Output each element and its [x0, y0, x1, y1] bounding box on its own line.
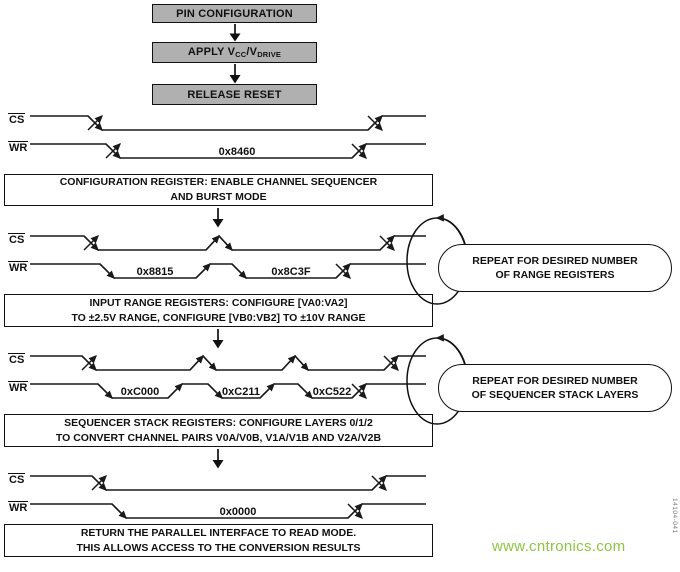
transition-arrow: [281, 354, 296, 371]
wr-signal-label: WR: [8, 141, 29, 154]
hex-value: 0xC000: [121, 386, 160, 398]
down-arrow-icon: [212, 329, 224, 349]
transition-arrow: [195, 263, 211, 279]
hex-value: 0x8460: [219, 146, 256, 158]
transition-arrow: [205, 234, 220, 251]
hex-value: 0xC211: [222, 386, 260, 398]
timing-range-writes: CS WR 0x8815 0x8C3F: [0, 230, 430, 290]
transition-arrow: [202, 355, 217, 372]
timing-config-write: CS WR 0x8460: [0, 110, 430, 170]
transition-arrow: [259, 383, 275, 399]
repeat-range-registers-pill: REPEAT FOR DESIRED NUMBER OF RANGE REGIS…: [438, 244, 672, 292]
wr-waveform: [30, 143, 426, 159]
transition-arrow: [87, 115, 103, 131]
caption-input-range-registers: INPUT RANGE REGISTERS: CONFIGURE [VA0:VA…: [4, 294, 433, 327]
transition-arrow: [367, 115, 383, 131]
flow-box-apply-vcc-vdrive: APPLY VCC/VDRIVE: [152, 42, 317, 63]
caption-line: SEQUENCER STACK REGISTERS: CONFIGURE LAY…: [64, 416, 373, 429]
down-arrow-icon: [212, 449, 224, 469]
hex-value: 0x0000: [220, 506, 257, 518]
hex-value: 0x8C3F: [271, 266, 310, 278]
down-arrow-icon: [229, 24, 241, 42]
transition-arrow: [218, 235, 233, 252]
waveform-svg: 0x8460: [30, 115, 426, 159]
pill-line: REPEAT FOR DESIRED NUMBER: [472, 374, 638, 387]
pill-line: REPEAT FOR DESIRED NUMBER: [472, 254, 638, 267]
transition-arrow: [207, 383, 223, 399]
waveform-svg: 0x0000: [30, 475, 426, 519]
transition-arrow: [91, 475, 107, 491]
cs-signal-label: CS: [8, 113, 26, 126]
wr-waveform: [30, 383, 426, 399]
transition-arrow: [371, 475, 387, 491]
repeat-sequencer-stack-pill: REPEAT FOR DESIRED NUMBER OF SEQUENCER S…: [438, 364, 672, 412]
caption-line: CONFIGURATION REGISTER: ENABLE CHANNEL S…: [59, 176, 378, 189]
caption-sequencer-stack-registers: SEQUENCER STACK REGISTERS: CONFIGURE LAY…: [4, 414, 433, 447]
caption-config-register: CONFIGURATION REGISTER: ENABLE CHANNEL S…: [4, 174, 433, 206]
transition-arrow: [231, 263, 247, 279]
waveform-svg: 0x8815 0x8C3F: [30, 234, 426, 279]
cs-signal-label: CS: [8, 353, 26, 366]
cs-waveform: [30, 234, 426, 251]
cs-signal-label: CS: [8, 473, 26, 486]
flow-box-pin-configuration-label: PIN CONFIGURATION: [176, 7, 293, 20]
transition-arrow: [105, 143, 121, 159]
transition-arrow: [189, 354, 204, 371]
caption-line: AND BURST MODE: [170, 191, 267, 203]
hex-value: 0xC522: [313, 386, 352, 398]
pill-line: OF RANGE REGISTERS: [495, 269, 615, 281]
wr-waveform: [30, 263, 426, 279]
wr-waveform: [30, 503, 426, 519]
figure-code: 14104-041: [671, 498, 678, 534]
transition-arrow: [297, 383, 313, 399]
hex-value: 0x8815: [137, 266, 174, 278]
caption-line: THIS ALLOWS ACCESS TO THE CONVERSION RES…: [76, 541, 361, 554]
wr-signal-label: WR: [8, 261, 29, 274]
transition-arrow: [335, 263, 351, 279]
transition-arrow: [351, 143, 367, 159]
flow-box-pin-configuration: PIN CONFIGURATION: [152, 4, 317, 23]
timing-read-mode-write: CS WR 0x0000: [0, 470, 430, 530]
transition-arrow: [111, 503, 127, 519]
pill-line: OF SEQUENCER STACK LAYERS: [471, 389, 639, 401]
caption-line: TO CONVERT CHANNEL PAIRS V0A/V0B, V1A/V1…: [55, 431, 382, 444]
cs-waveform: [30, 115, 426, 131]
wr-signal-label: WR: [8, 381, 29, 394]
transition-arrow: [83, 235, 99, 251]
timing-sequencer-writes: CS WR 0xC000 0xC211 0xC522: [0, 350, 430, 410]
waveform-svg: 0xC000 0xC211 0xC522: [30, 354, 426, 399]
transition-arrow: [99, 263, 115, 279]
transition-arrow: [383, 355, 399, 371]
flow-box-release-reset-label: RELEASE RESET: [187, 88, 282, 101]
transition-arrow: [97, 383, 113, 399]
apply-label: APPLY VCC/VDRIVE: [187, 46, 282, 59]
caption-line: TO ±2.5V RANGE, CONFIGURE [VB0:VB2] TO ±…: [71, 311, 366, 324]
wr-signal-label: WR: [8, 501, 29, 514]
caption-line: INPUT RANGE REGISTERS: CONFIGURE [VA0:VA…: [89, 296, 348, 309]
cs-waveform: [30, 475, 426, 491]
transition-arrow: [81, 355, 97, 371]
transition-arrow: [294, 355, 309, 372]
transition-arrow: [347, 503, 363, 519]
transition-arrow: [379, 235, 395, 251]
flow-box-release-reset: RELEASE RESET: [152, 84, 317, 105]
transition-arrow: [351, 383, 367, 399]
caption-read-mode: RETURN THE PARALLEL INTERFACE TO READ MO…: [4, 524, 433, 557]
transition-arrow: [167, 383, 183, 399]
down-arrow-icon: [212, 208, 224, 228]
watermark-text: www.cntronics.com: [492, 538, 626, 555]
caption-line: RETURN THE PARALLEL INTERFACE TO READ MO…: [80, 526, 357, 539]
cs-signal-label: CS: [8, 233, 26, 246]
down-arrow-icon: [229, 64, 241, 84]
